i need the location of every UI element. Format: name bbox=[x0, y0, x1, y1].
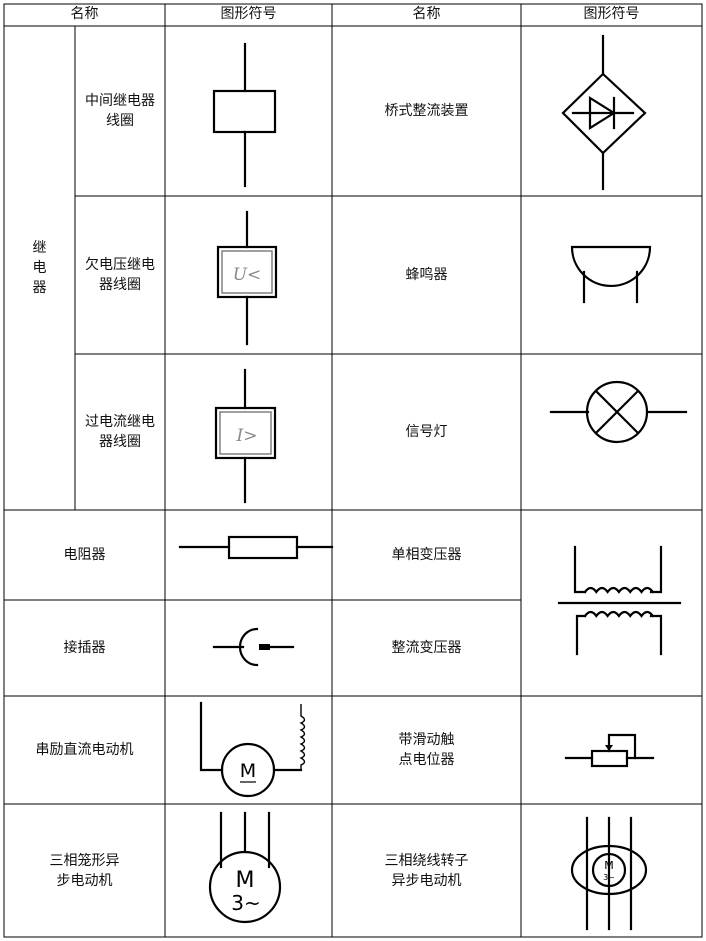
single-phase-transformer-label: 单相变压器 bbox=[391, 547, 462, 563]
motor-m-label: M bbox=[240, 760, 256, 782]
buzzer-symbol bbox=[570, 245, 652, 304]
motor-3-phase-label: 3~ bbox=[231, 891, 260, 915]
intermediate-relay-coil-symbol bbox=[212, 42, 277, 188]
motor-m-large: M bbox=[236, 868, 255, 893]
squirrel-cage-motor-symbol: M 3~ bbox=[208, 811, 282, 924]
signal-lamp-symbol bbox=[549, 380, 688, 444]
series-dc-motor-symbol: M bbox=[199, 701, 306, 798]
relay-group-label: 继 电 器 bbox=[32, 240, 47, 296]
wound-rotor-motor-symbol: M 3~ bbox=[570, 816, 648, 931]
potentiometer-label: 带滑动触 点电位器 bbox=[398, 732, 455, 768]
wound-rotor-motor-label: 三相绕线转子 异步电动机 bbox=[384, 852, 469, 889]
series-dc-motor-label: 串励直流电动机 bbox=[35, 742, 134, 758]
signal-lamp-label: 信号灯 bbox=[405, 424, 448, 440]
motor-3-phase-small: 3~ bbox=[603, 873, 615, 882]
relay-overcurrent-label: 过电流继电 器线圈 bbox=[85, 414, 155, 450]
header-name-1: 名称 bbox=[70, 6, 99, 22]
connector-label: 接插器 bbox=[63, 640, 106, 656]
table-grid bbox=[3, 3, 703, 938]
relay-undervoltage-label: 欠电压继电 器线圈 bbox=[85, 257, 155, 293]
header-symbol-1: 图形符号 bbox=[220, 6, 277, 22]
transformer-symbol bbox=[557, 545, 682, 656]
undervoltage-label: U< bbox=[233, 265, 262, 285]
connector-symbol bbox=[212, 627, 295, 667]
overcurrent-label: I> bbox=[236, 426, 258, 446]
overcurrent-relay-coil-symbol: I> bbox=[214, 368, 277, 504]
bridge-rectifier-label: 桥式整流装置 bbox=[384, 103, 469, 119]
motor-m-small: M bbox=[604, 859, 614, 872]
relay-intermediate-label: 中间继电器 线圈 bbox=[85, 93, 155, 129]
rectifier-transformer-label: 整流变压器 bbox=[391, 640, 462, 656]
header-name-2: 名称 bbox=[412, 6, 441, 22]
bridge-rectifier-symbol bbox=[561, 34, 647, 191]
resistor-label: 电阻器 bbox=[63, 547, 106, 563]
buzzer-label: 蜂鸣器 bbox=[405, 267, 448, 283]
undervoltage-relay-coil-symbol: U< bbox=[216, 210, 278, 346]
potentiometer-symbol bbox=[564, 733, 655, 768]
header-symbol-2: 图形符号 bbox=[583, 6, 640, 22]
squirrel-cage-motor-label: 三相笼形异 步电动机 bbox=[49, 852, 120, 889]
resistor-symbol bbox=[178, 535, 334, 560]
